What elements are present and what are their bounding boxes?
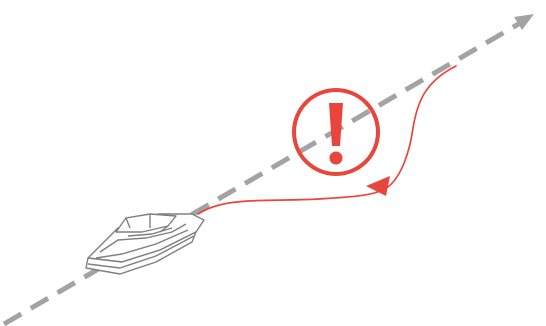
- deviation-arrowhead-icon: [366, 176, 390, 196]
- exclamation-circle-icon: [294, 90, 378, 174]
- planned-route-line: [4, 22, 522, 324]
- deviation-track-line: [198, 66, 456, 214]
- motorboat-icon: [86, 214, 204, 274]
